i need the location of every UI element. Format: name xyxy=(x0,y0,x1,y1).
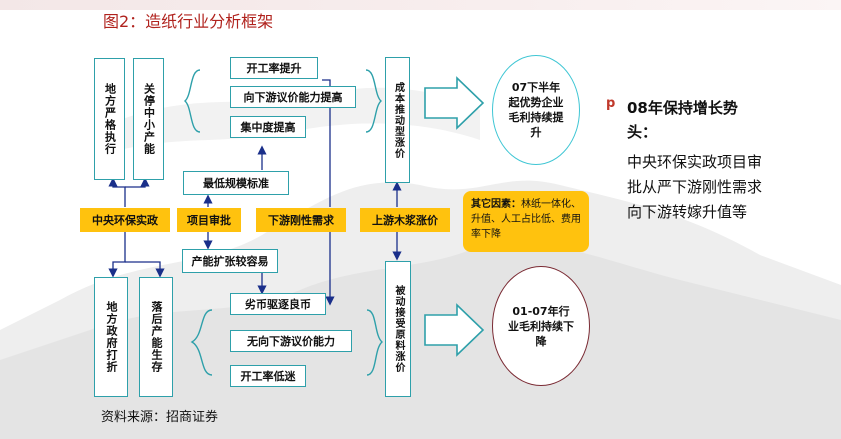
figure-title: 图2：造纸行业分析框架 xyxy=(103,12,274,31)
label-upstream-pulp: 上游木浆涨价 xyxy=(360,208,450,232)
outcome-bottom-ellipse: 01-07年行业毛利持续下降 xyxy=(492,266,590,386)
box-bad-money: 劣币驱逐良币 xyxy=(230,293,326,315)
box-close-small: 关停中小产能 xyxy=(133,58,164,180)
box-cost-push: 成本推动型涨价 xyxy=(385,57,410,183)
box-backward-survive: 落后产能生存 xyxy=(139,277,173,397)
label-downstream-demand: 下游刚性需求 xyxy=(256,208,346,232)
box-startup-low: 开工率低迷 xyxy=(230,365,306,387)
top-banner xyxy=(0,0,841,10)
box-bargain-up: 向下游议价能力提高 xyxy=(230,86,356,108)
other-factors-label: 其它因素： xyxy=(471,199,521,210)
other-factors-box: 其它因素：林纸一体化、升值、人工占比低、费用率下降 xyxy=(463,191,589,252)
other-factors-text: 林纸一体化、升值、人工占比低、费用率下降 xyxy=(471,199,581,240)
source-note: 资料来源：招商证券 xyxy=(101,410,219,425)
box-concentration-up: 集中度提高 xyxy=(230,116,306,138)
box-no-bargain: 无向下游议价能力 xyxy=(230,330,352,352)
box-startup-up: 开工率提升 xyxy=(230,57,318,79)
box-local-gov-fight: 地方政府打折 xyxy=(94,277,128,397)
label-central-env: 中央环保实政 xyxy=(80,208,170,232)
box-min-scale: 最低规模标准 xyxy=(183,171,289,195)
label-project-approval: 项目审批 xyxy=(177,208,241,232)
outcome-top-ellipse: 07下半年起优势企业毛利持续提升 xyxy=(492,55,580,165)
box-capacity-easy: 产能扩张较容易 xyxy=(182,249,278,273)
bullet-icon: p xyxy=(606,96,616,111)
box-passive-accept: 被动接受原料涨价 xyxy=(385,261,411,397)
right-panel-body: 中央环保实政项目审批从严下游刚性需求向下游转嫁升值等 xyxy=(627,153,763,221)
right-panel-heading: 08年保持增长势头： xyxy=(627,99,738,141)
box-local-strict: 地方严格执行 xyxy=(94,58,125,180)
